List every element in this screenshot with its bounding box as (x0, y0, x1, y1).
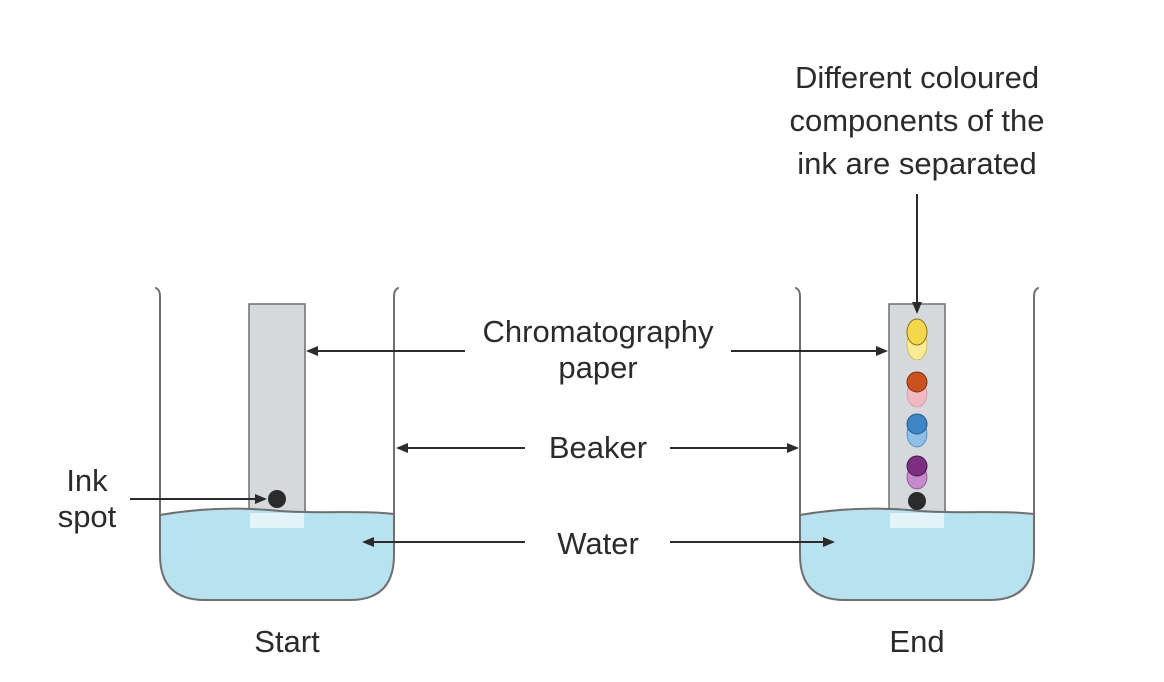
ink-spot-label-line1: Ink (66, 463, 108, 498)
separated-label-line1: Different coloured (795, 60, 1039, 95)
blue-spot (906, 413, 928, 448)
start-beaker: Start (155, 287, 399, 659)
separated-label-line2: components of the (789, 103, 1044, 138)
end-beaker-wall-left (795, 287, 801, 556)
start-beaker-wall-right (393, 287, 399, 556)
end-beaker-wall-right (1033, 287, 1039, 556)
yellow-spot (906, 318, 928, 361)
beaker-label: Beaker (549, 430, 647, 465)
chromatography-paper-label-line2: paper (558, 350, 637, 385)
end-beaker: End (795, 287, 1039, 659)
black-spot (908, 492, 926, 510)
start-ink-spot (268, 490, 286, 508)
water-label: Water (557, 526, 639, 561)
purple-spot (906, 455, 928, 490)
start-paper-submerged-highlight (250, 513, 304, 528)
chromatography-paper-label-line1: Chromatography (483, 314, 714, 349)
separated-label-line3: ink are separated (797, 146, 1037, 181)
end-label: End (889, 624, 944, 659)
orange-pink-spot (906, 371, 928, 408)
ink-spot-label-line2: spot (58, 499, 117, 534)
end-paper-submerged-highlight (890, 513, 944, 528)
start-beaker-wall-left (155, 287, 161, 556)
start-label: Start (254, 624, 320, 659)
